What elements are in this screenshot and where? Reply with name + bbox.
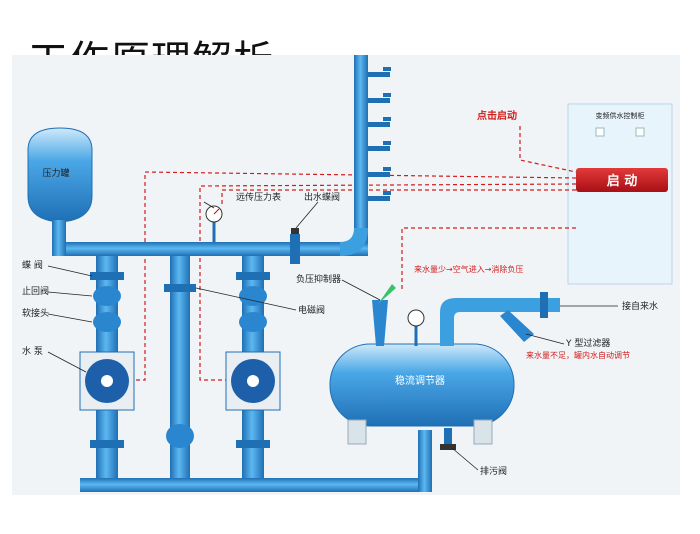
stabilizer-label: 稳流调节器 bbox=[395, 374, 445, 387]
start-button[interactable]: 启 动 bbox=[576, 168, 668, 192]
note-auto-adjust: 来水量不足，罐内水自动调节 bbox=[526, 350, 630, 360]
control-lines bbox=[125, 126, 577, 381]
bottom-pipe bbox=[80, 478, 432, 492]
start-button-label: 启 动 bbox=[607, 173, 638, 189]
note-negative-pressure: 来水量少→空气进入→消除负压 bbox=[414, 264, 523, 274]
y-filter-label: Y 型过滤器 bbox=[565, 337, 610, 349]
stabilizer-gauge bbox=[407, 309, 425, 346]
pump-column-1 bbox=[79, 256, 135, 480]
outlet-taps bbox=[368, 67, 391, 201]
header-pipe bbox=[60, 242, 368, 256]
inlet-pipe bbox=[440, 292, 560, 346]
y-filter-body bbox=[500, 310, 534, 342]
pressure-gauge-label: 远传压力表 bbox=[236, 191, 281, 203]
check-valve-label: 止回阀 bbox=[22, 285, 49, 297]
bypass-column bbox=[164, 256, 196, 480]
pressure-tank-label: 压力罐 bbox=[42, 167, 69, 179]
negative-pressure-suppressor bbox=[372, 284, 396, 346]
panel-title: 变频供水控制柜 bbox=[596, 111, 645, 120]
drain-valve bbox=[440, 428, 456, 450]
control-cabinet: 变频供水控制柜 启 动 bbox=[567, 103, 673, 285]
outlet-butterfly-valve bbox=[290, 228, 300, 264]
inlet-label: 接自来水 bbox=[622, 300, 658, 312]
drain-valve-label: 排污阀 bbox=[480, 465, 507, 477]
outlet-valve-label: 出水蝶阀 bbox=[304, 191, 340, 203]
stabilizer-tank: 稳流调节器 bbox=[329, 343, 515, 445]
pressure-tank: 压力罐 bbox=[27, 127, 93, 256]
soft-joint-label: 软接头 bbox=[22, 307, 49, 319]
click-start-label: 点击启动 bbox=[477, 109, 517, 122]
pump-label: 水 泵 bbox=[22, 345, 43, 357]
pump-column-2 bbox=[225, 256, 281, 480]
solenoid-valve-label: 电磁阀 bbox=[298, 304, 325, 316]
pressure-gauge bbox=[205, 205, 223, 242]
butterfly-valve-label: 蝶 阀 bbox=[22, 259, 43, 271]
riser-pipe bbox=[354, 55, 368, 255]
neg-pressure-label: 负压抑制器 bbox=[296, 273, 341, 285]
